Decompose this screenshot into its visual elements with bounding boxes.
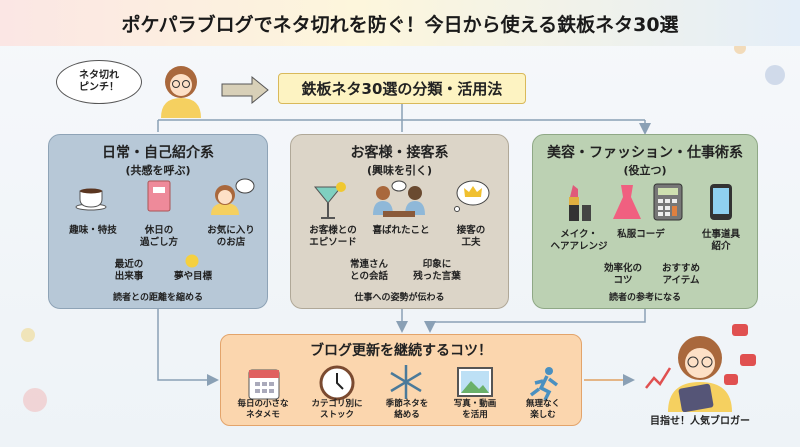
clock-icon: [319, 365, 355, 401]
panel-heading: 日常・自己紹介系: [102, 145, 214, 161]
item-hobbies: 趣味・特技: [69, 225, 117, 236]
panel-subheading: (役立つ): [623, 164, 667, 177]
item-recent-events: 最近の 出来事: [114, 259, 144, 282]
tip-seasonal: 季節ネタを 絡める: [385, 399, 429, 420]
notebook-icon: [147, 180, 171, 212]
cocktail-icon: [313, 182, 346, 219]
item-memorable-words: 印象に 残った言葉: [413, 259, 461, 282]
smartphone-icon: [710, 184, 732, 220]
tips-box: ブログ更新を継続するコツ！ 毎日の小さな ネタメモ カテゴリ別に ストック 季節…: [220, 334, 582, 426]
panel-footer: 仕事への姿勢が伝わる: [354, 293, 445, 303]
page-title: ポケパラブログでネタ切れを防ぐ！今日から使える鉄板ネタ30選: [0, 0, 800, 46]
item-work-tools: 仕事道具 紹介: [701, 229, 740, 252]
goal-caption: 目指せ！人気ブロガー: [650, 416, 750, 427]
item-customer-episodes: お客様との エピソード: [309, 225, 357, 248]
panel-heading: 美容・ファッション・仕事術系: [547, 145, 743, 161]
item-outfits: 私服コーデ: [617, 229, 665, 240]
thought-crown-icon: [454, 180, 490, 212]
calculator-icon: [653, 183, 683, 221]
running-person-icon: [529, 367, 559, 401]
item-efficiency-tips: 効率化の コツ: [603, 263, 642, 286]
tip-enjoy: 無理なく 楽しむ: [525, 399, 560, 420]
item-pleased: 喜ばれたこと: [372, 225, 430, 236]
photo-icon: [457, 367, 493, 397]
coffee-cup-icon: [75, 188, 107, 211]
item-makeup-hair: メイク・ ヘアアレンジ: [550, 229, 608, 252]
item-holidays: 休日の 過ごし方: [139, 225, 178, 248]
item-regulars-talk: 常連さん との会話: [349, 259, 388, 282]
panel-footer: 読者との距離を縮める: [113, 293, 203, 303]
item-recommended: おすすめ アイテム: [661, 263, 700, 286]
tip-daily-memo: 毎日の小さな ネタメモ: [237, 399, 289, 420]
speech-bubble: ネタ切れ ピンチ！: [56, 60, 142, 104]
hub-box: 鉄板ネタ30選の分類・活用法: [278, 73, 526, 104]
panel-subheading: (共感を呼ぶ): [125, 164, 191, 177]
tip-photos-videos: 写真・動画 を活用: [453, 399, 497, 420]
calendar-icon: [248, 369, 280, 400]
tip-category-stock: カテゴリ別に ストック: [311, 399, 363, 420]
panel-heading: お客様・接客系: [350, 145, 449, 161]
panel-daily: 日常・自己紹介系 (共感を呼ぶ) 趣味・特技 休日の 過ごし方 お気に入り のお…: [48, 134, 268, 309]
conversation-icon: [373, 180, 425, 217]
snowflake-icon: [390, 365, 422, 399]
item-service-ideas: 接客の 工夫: [456, 225, 486, 248]
panel-subheading: (興味を引く): [366, 164, 433, 177]
panel-beauty-work: 美容・ファッション・仕事術系 (役立つ) メイク・ ヘアアレンジ 私服コーデ 仕…: [532, 134, 758, 309]
worried-woman-icon: [161, 66, 201, 118]
smiley-icon: [185, 254, 199, 268]
tips-title: ブログ更新を継続するコツ！: [310, 343, 492, 359]
item-favorite-shops: お気に入り のお店: [207, 225, 255, 248]
woman-chatting-icon: [211, 178, 255, 215]
item-dreams-goals: 夢や目標: [173, 271, 212, 282]
arrow-to-hub: [221, 75, 269, 105]
panel-customer: お客様・接客系 (興味を引く) お客様との エピソード 喜ばれたこと 接客の 工…: [290, 134, 509, 309]
dress-icon: [613, 185, 641, 219]
blogger-woman-icon: [645, 324, 756, 412]
lipstick-icon: [569, 185, 591, 221]
panel-footer: 読者の参考になる: [608, 293, 681, 303]
